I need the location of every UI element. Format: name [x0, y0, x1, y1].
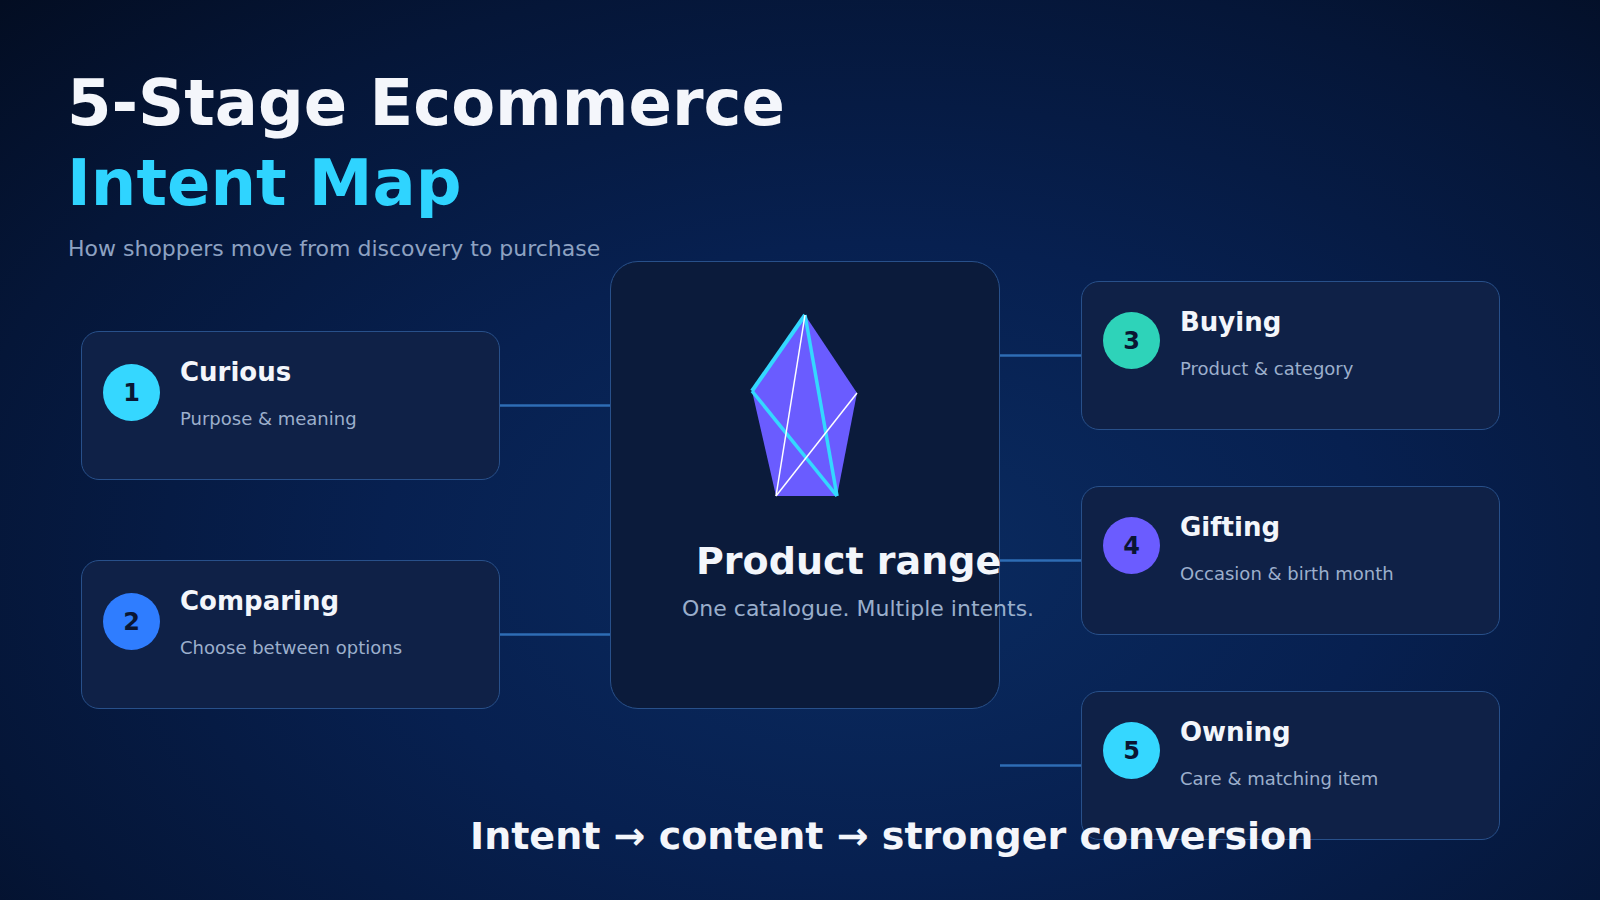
stage-description: Product & category: [1180, 358, 1470, 380]
connector-line: [1000, 559, 1081, 562]
stage-number: 2: [103, 593, 160, 650]
title: 5-Stage Ecommerce Intent Map: [67, 63, 967, 223]
stage-box: ComparingChoose between options 2: [81, 560, 500, 709]
number-circle: 1: [103, 364, 160, 421]
circle-fill: [1103, 312, 1160, 369]
gem-facet: [805, 315, 837, 496]
gem-facet: [776, 315, 805, 496]
stage-description: Purpose & meaning: [180, 408, 470, 430]
hub-heading: Product range: [696, 538, 1056, 584]
stage-box: OwningCare & matching item 5: [1081, 691, 1500, 840]
circle-fill: [1103, 517, 1160, 574]
subtitle: How shoppers move from discovery to purc…: [68, 235, 888, 263]
stage-description: Occasion & birth month: [1180, 563, 1470, 585]
connector-line: [1000, 354, 1081, 357]
circle-fill: [1103, 722, 1160, 779]
stage-heading: Curious: [180, 356, 470, 388]
stage-number: 5: [1103, 722, 1160, 779]
stage-heading: Gifting: [1180, 511, 1470, 543]
stage-description: Care & matching item: [1180, 768, 1470, 790]
stage-number: 4: [1103, 517, 1160, 574]
hub-box: Product rangeOne catalogue. Multiple int…: [610, 261, 1000, 709]
stage-heading: Buying: [1180, 306, 1470, 338]
circle-fill: [103, 364, 160, 421]
stage-box: BuyingProduct & category 3: [1081, 281, 1500, 430]
hub-description: One catalogue. Multiple intents.: [682, 595, 1092, 623]
connector-line: [500, 404, 610, 407]
connector-line: [1000, 764, 1081, 767]
stage-box: CuriousPurpose & meaning 1: [81, 331, 500, 480]
stage-heading: Owning: [1180, 716, 1470, 748]
gem-facet: [776, 393, 857, 496]
gem-body: [752, 315, 857, 496]
number-circle: 3: [1103, 312, 1160, 369]
number-circle: 2: [103, 593, 160, 650]
number-circle: 4: [1103, 517, 1160, 574]
gem-facet: [752, 391, 837, 496]
stage-number: 1: [103, 364, 160, 421]
circle-fill: [103, 593, 160, 650]
gem-facet: [752, 315, 805, 391]
stage-heading: Comparing: [180, 585, 470, 617]
stage-box: GiftingOccasion & birth month 4: [1081, 486, 1500, 635]
number-circle: 5: [1103, 722, 1160, 779]
connector-line: [500, 633, 610, 636]
stage-number: 3: [1103, 312, 1160, 369]
stage-description: Choose between options: [180, 637, 470, 659]
